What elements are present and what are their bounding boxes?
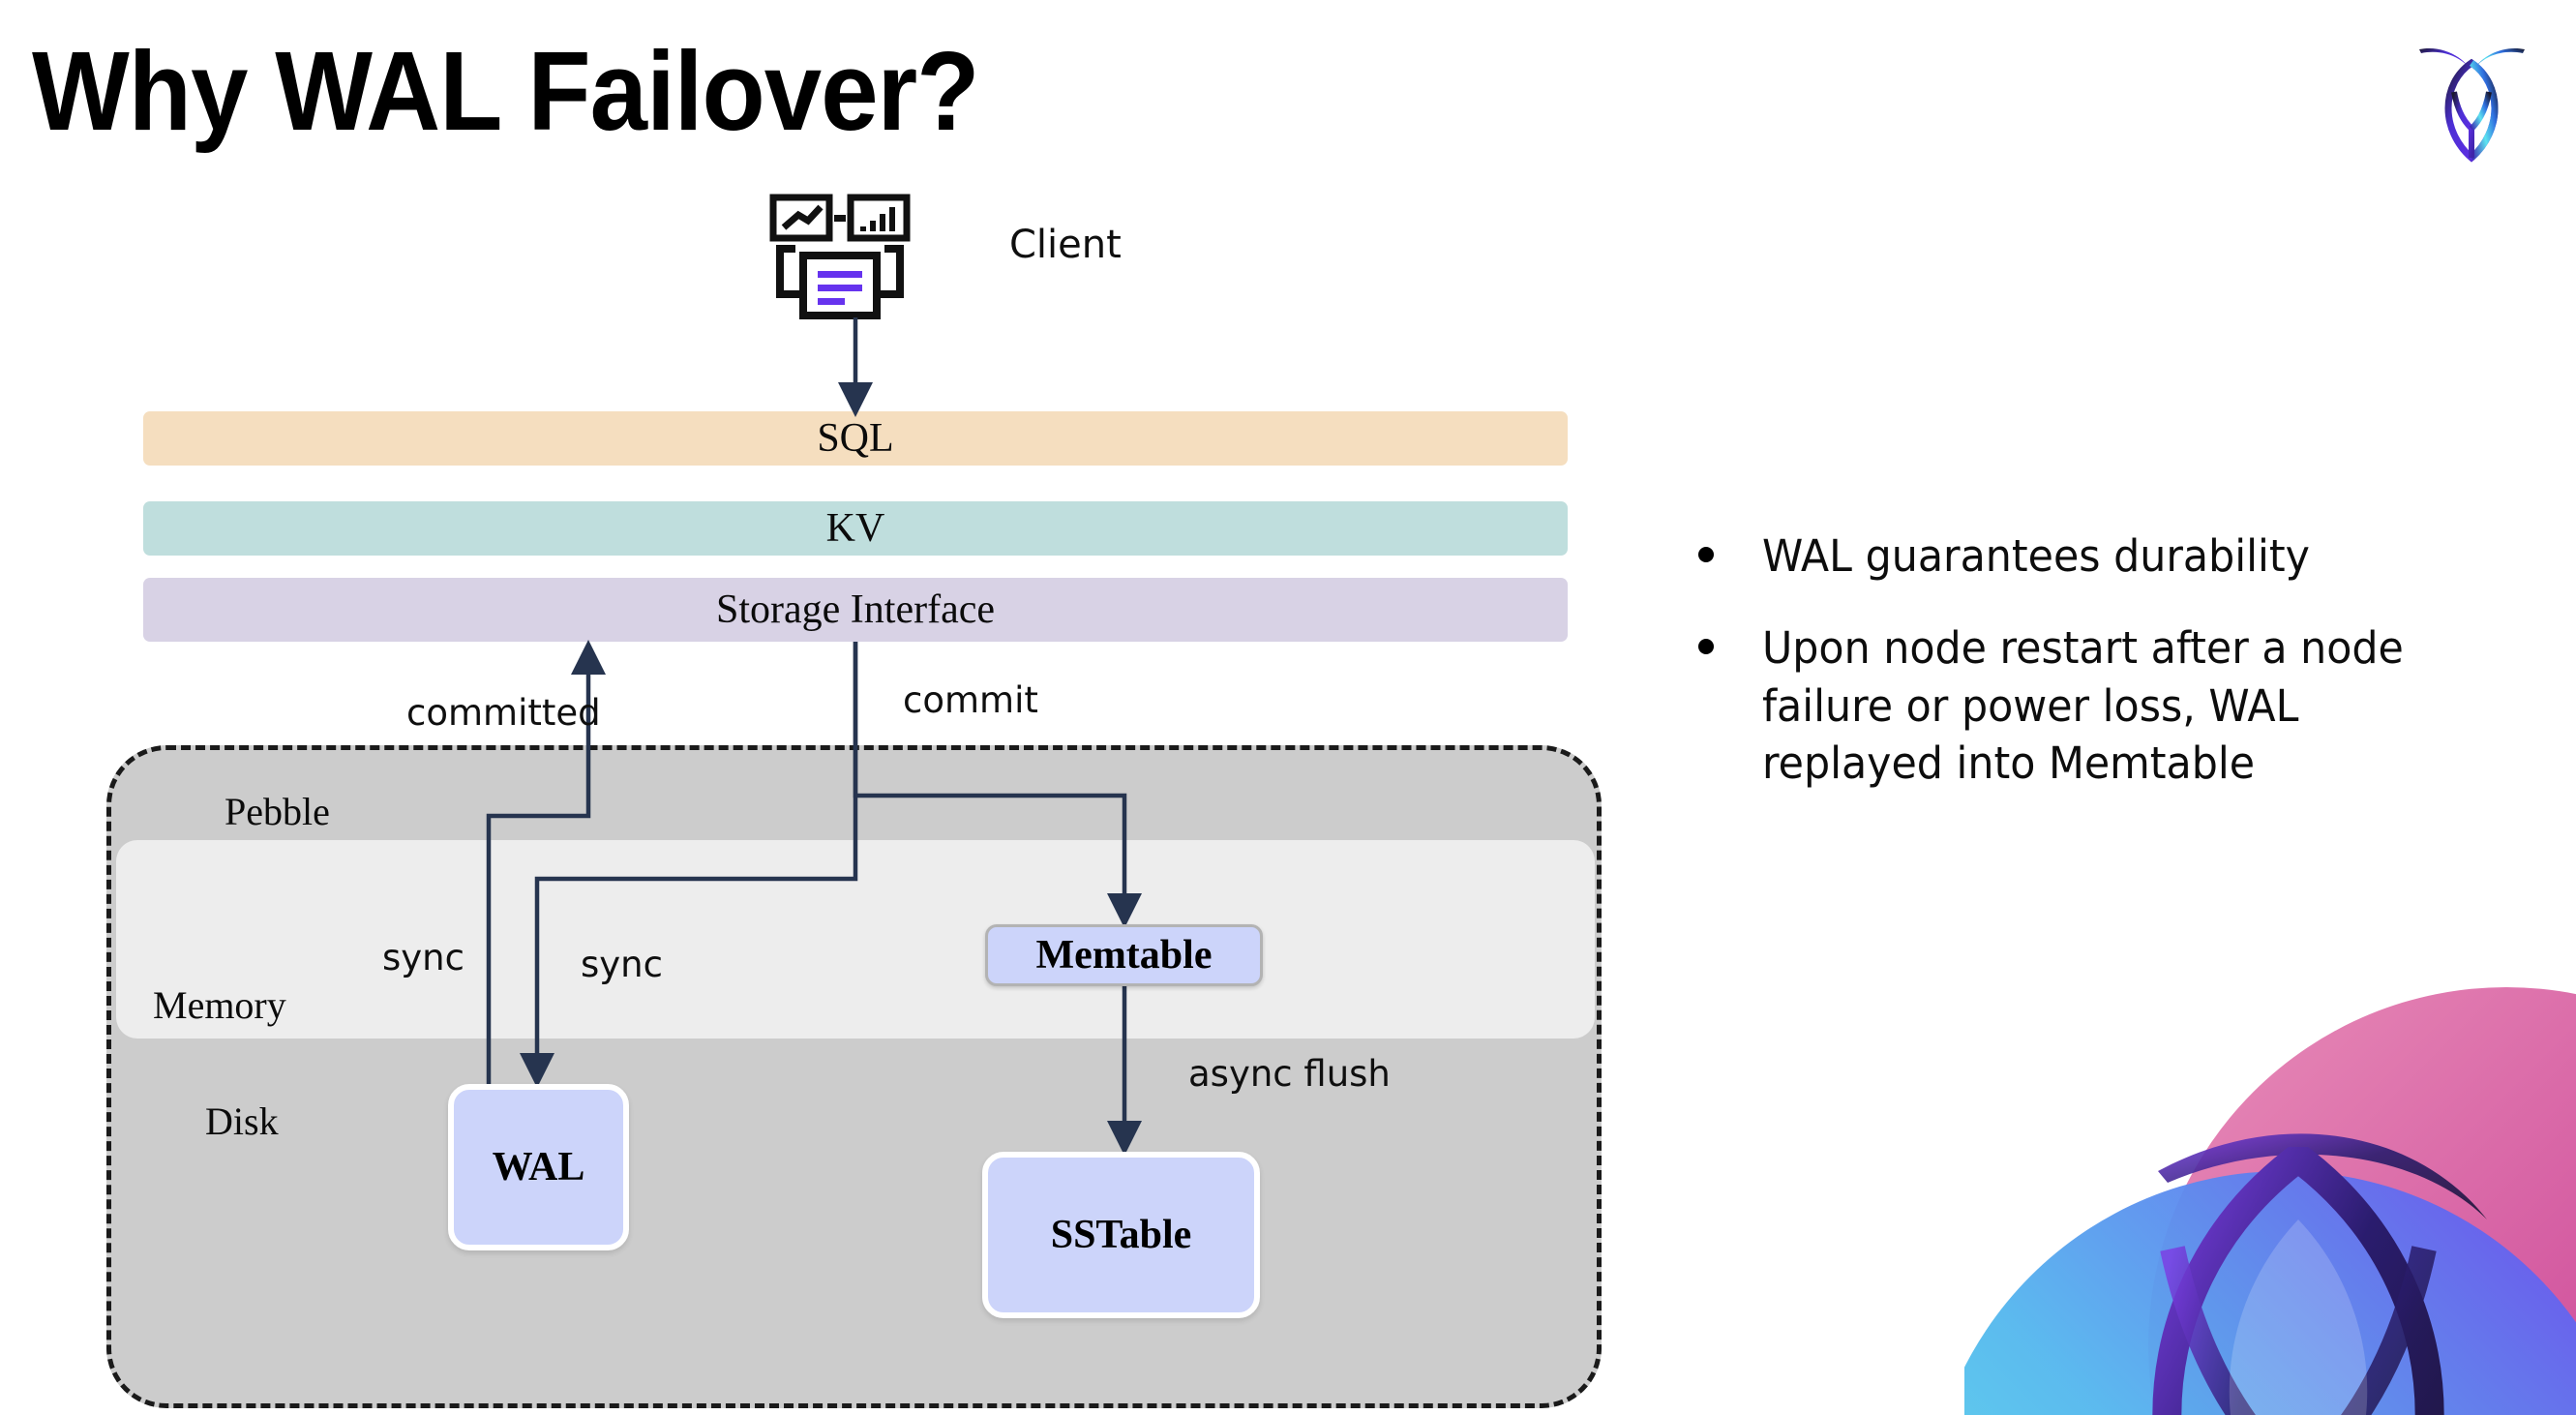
client-dashboard-icon (769, 194, 911, 319)
layer-bar-storage-interface: Storage Interface (143, 578, 1568, 642)
layer-bar-sql: SQL (143, 411, 1568, 466)
pebble-label: Pebble (225, 790, 330, 833)
layer-label-storage-interface: Storage Interface (716, 587, 995, 632)
layer-bar-kv: KV (143, 501, 1568, 556)
edge-label-async-flush: async flush (1188, 1053, 1391, 1095)
node-label-wal: WAL (492, 1145, 585, 1189)
layer-label-sql: SQL (817, 416, 894, 461)
bullet-text: Upon node restart after a node failure o… (1762, 622, 2404, 790)
cockroachdb-logo-icon (2419, 47, 2525, 163)
node-label-memtable: Memtable (1035, 933, 1213, 978)
node-box-memtable: Memtable (985, 924, 1263, 986)
node-box-sstable: SSTable (982, 1152, 1260, 1318)
memory-zone (116, 840, 1595, 1039)
disk-label: Disk (205, 1099, 279, 1143)
page-title: Why WAL Failover? (32, 28, 979, 154)
client-label: Client (1009, 223, 1122, 267)
bullet-dot-icon (1698, 639, 1714, 655)
node-box-wal: WAL (448, 1084, 629, 1250)
memory-label: Memory (153, 983, 286, 1027)
cockroachdb-watermark-icon (1964, 987, 2576, 1415)
node-label-sstable: SSTable (1050, 1213, 1192, 1257)
edge-label-sync-left: sync (382, 937, 464, 978)
list-item: Upon node restart after a node failure o… (1698, 619, 2531, 792)
layer-label-kv: KV (825, 506, 885, 551)
bullet-dot-icon (1698, 547, 1714, 562)
edge-label-committed: committed (406, 692, 601, 734)
edge-label-sync-right: sync (581, 944, 663, 985)
bullet-list: WAL guarantees durability Upon node rest… (1698, 527, 2531, 828)
list-item: WAL guarantees durability (1698, 527, 2531, 585)
edge-label-commit: commit (903, 679, 1038, 721)
bullet-text: WAL guarantees durability (1762, 530, 2310, 582)
